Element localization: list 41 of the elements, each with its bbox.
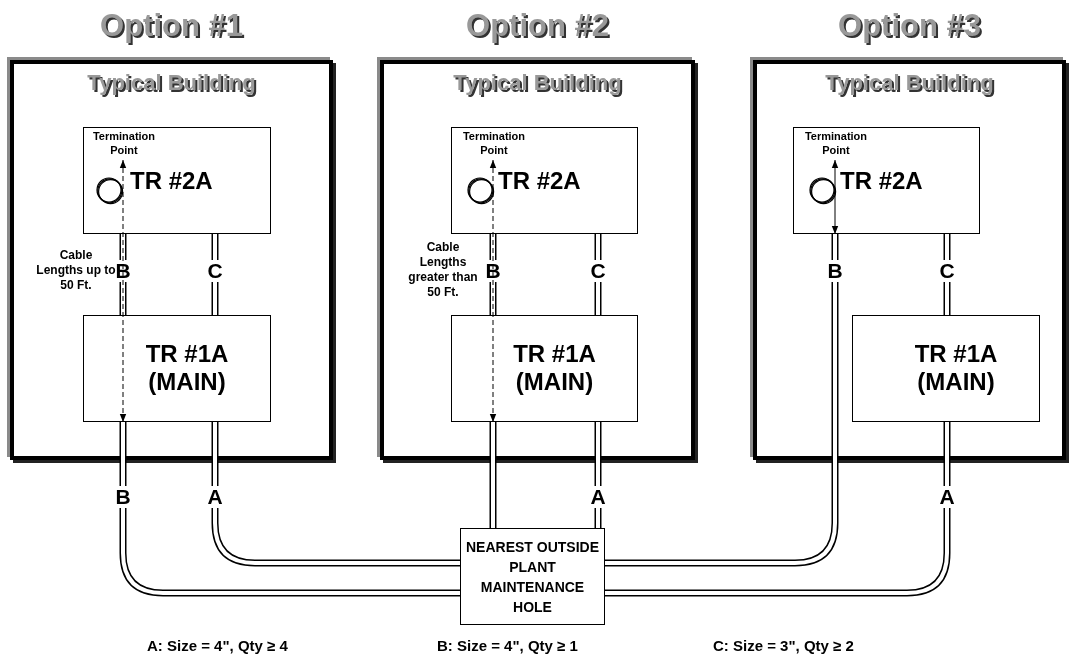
conduit-label: A (205, 486, 225, 508)
termination-point-label: Termination Point (797, 129, 875, 160)
conduit-label: B (825, 260, 845, 282)
termination-point-label: Termination Point (85, 129, 163, 160)
maintenance-hole-box (460, 528, 605, 625)
room-label: TR #2A (840, 167, 923, 195)
conduit-label: B (483, 260, 503, 282)
room-label: TR #1A (MAIN) (144, 340, 230, 396)
room-label: TR #1A (MAIN) (913, 340, 999, 396)
termination-point-label: Termination Point (455, 129, 533, 160)
cable-arrow (831, 159, 839, 235)
room-label: TR #1A (MAIN) (512, 340, 597, 396)
edge-label: Cable Lengths greater than 50 Ft. (407, 240, 479, 300)
conduit-size-note: B: Size = 4", Qty ≥ 1 (437, 637, 578, 654)
option-heading: Option #3 (837, 8, 982, 44)
conduit-label: A (588, 486, 608, 508)
edge-label: Cable Lengths up to 50 Ft. (36, 248, 116, 293)
cable-arrow (119, 159, 127, 423)
conduit-size-note: C: Size = 3", Qty ≥ 2 (713, 637, 854, 654)
conduit-label: A (937, 486, 957, 508)
option-heading: Option #2 (465, 8, 610, 44)
telecom-room-box (793, 127, 980, 234)
telecom-room-box (83, 315, 271, 422)
telecom-room-box (852, 315, 1040, 422)
conduit-label: B (113, 486, 133, 508)
building-heading: Typical Building (824, 70, 995, 96)
telecom-room-box (451, 127, 638, 234)
building-heading: Typical Building (86, 70, 257, 96)
conduit-size-note: A: Size = 4", Qty ≥ 4 (147, 637, 288, 654)
room-label: TR #2A (498, 167, 581, 195)
telecom-room-box (83, 127, 271, 234)
telecom-room-box (451, 315, 638, 422)
conduit-label: C (205, 260, 225, 282)
room-label: TR #2A (130, 167, 213, 195)
room-label: NEAREST OUTSIDE PLANT MAINTENANCE HOLE (465, 538, 600, 617)
conduit-label: B (113, 260, 133, 282)
cable-arrow (489, 159, 497, 423)
building-heading: Typical Building (452, 70, 623, 96)
conduit-label: C (588, 260, 608, 282)
option-heading: Option #1 (99, 8, 244, 44)
conduit-label: C (937, 260, 957, 282)
